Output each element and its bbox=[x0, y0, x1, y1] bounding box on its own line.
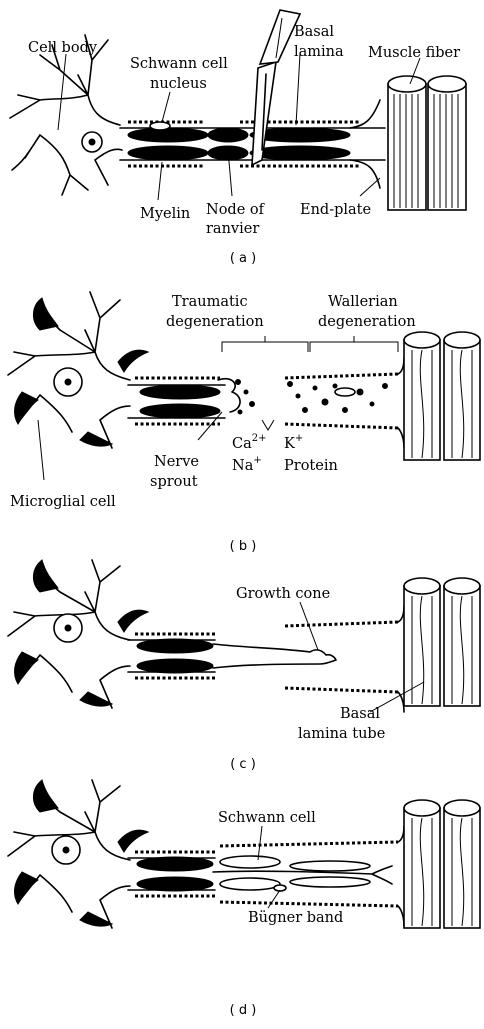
label-wallerian-degeneration: degeneration bbox=[318, 314, 416, 330]
panel-d: Schwann cell Bügner band ( d ) bbox=[7, 779, 481, 1018]
label-wallerian: Wallerian bbox=[328, 294, 398, 310]
label-traumatic-degeneration: degeneration bbox=[166, 314, 264, 330]
bungner-band-cells bbox=[219, 855, 281, 869]
schwann-nucleus bbox=[149, 121, 171, 131]
label-bugner-band: Bügner band bbox=[248, 910, 343, 926]
brackets-b bbox=[221, 336, 399, 352]
neuron-cell-body-b bbox=[7, 291, 150, 449]
axon-b bbox=[127, 357, 405, 449]
label-k: K+ bbox=[284, 433, 303, 452]
leader-lines-b bbox=[37, 411, 275, 481]
leader-lines-d bbox=[257, 825, 281, 909]
label-ca: Ca2+ bbox=[232, 433, 267, 452]
label-sprout: sprout bbox=[150, 474, 198, 490]
label-node-of: Node of bbox=[206, 202, 266, 218]
label-lamina-tube: lamina tube bbox=[298, 726, 385, 742]
panel-b: Traumatic degeneration Wallerian degener… bbox=[7, 291, 481, 554]
label-myelin: Myelin bbox=[140, 206, 190, 222]
label-traumatic: Traumatic bbox=[172, 294, 248, 310]
panel-c: Growth cone Basal lamina tube ( c ) bbox=[7, 559, 481, 772]
panel-a: Cell body Schwann cell nucleus Basal lam… bbox=[9, 9, 467, 266]
neuron-cell-body-c bbox=[7, 559, 150, 709]
neuron-cell-body-a bbox=[9, 34, 123, 196]
neuron-cell-body-d bbox=[7, 779, 150, 929]
label-lamina: lamina bbox=[294, 44, 344, 60]
label-muscle-fiber: Muscle fiber bbox=[368, 45, 460, 61]
label-nucleus: nucleus bbox=[150, 76, 207, 92]
label-nerve: Nerve bbox=[154, 454, 199, 470]
leader-lines-a bbox=[57, 53, 421, 201]
caption-b: ( b ) bbox=[230, 539, 257, 554]
label-cell-body: Cell body bbox=[28, 40, 98, 56]
myelin-sheath bbox=[127, 127, 209, 143]
leader-lines-c bbox=[299, 601, 425, 713]
axon-d bbox=[127, 825, 405, 927]
muscle-fibers-c bbox=[403, 577, 481, 707]
label-growth-cone: Growth cone bbox=[236, 586, 330, 602]
axon-a bbox=[119, 99, 386, 189]
scalpel-icon bbox=[251, 9, 302, 167]
label-schwann-cell-d: Schwann cell bbox=[218, 810, 316, 826]
label-basal-c: Basal bbox=[340, 706, 380, 722]
muscle-fibers-d bbox=[403, 799, 481, 929]
muscle-fibers-b bbox=[403, 331, 481, 461]
label-protein: Protein bbox=[284, 458, 338, 474]
caption-a: ( a ) bbox=[230, 251, 256, 266]
label-end-plate: End-plate bbox=[300, 202, 371, 218]
axon-debris bbox=[235, 379, 388, 415]
label-schwann-cell: Schwann cell bbox=[130, 56, 228, 72]
caption-c: ( c ) bbox=[230, 757, 256, 772]
caption-d: ( d ) bbox=[230, 1003, 257, 1018]
label-na: Na+ bbox=[232, 455, 262, 474]
label-ranvier: ranvier bbox=[206, 221, 259, 237]
label-microglial-cell: Microglial cell bbox=[10, 494, 116, 510]
muscle-fibers-a bbox=[387, 75, 467, 211]
label-basal: Basal bbox=[294, 24, 334, 40]
axon-c bbox=[127, 605, 405, 713]
